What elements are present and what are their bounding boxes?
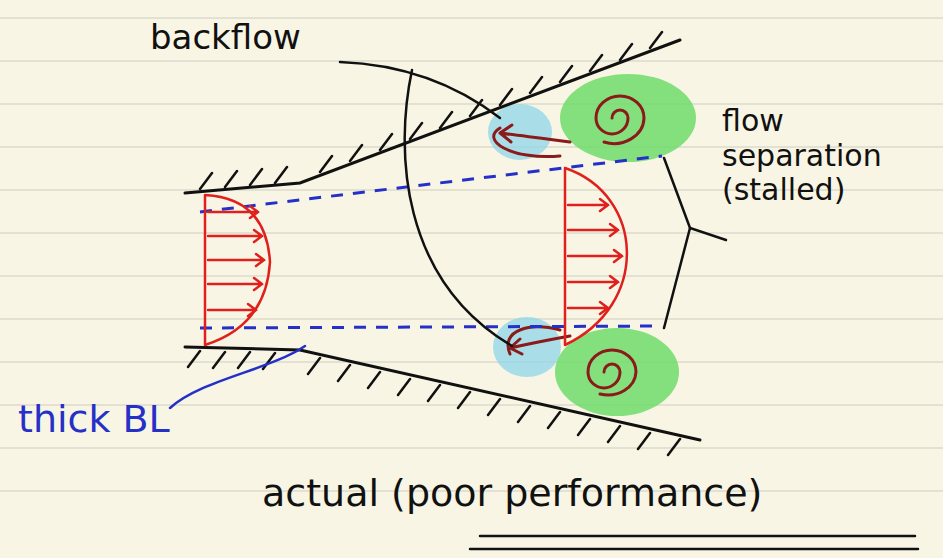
velocity-profile <box>205 195 270 345</box>
annotation-label: thick BL <box>18 398 278 442</box>
backflow-loop <box>508 327 560 354</box>
velocity-arrows <box>568 199 622 314</box>
leader-line <box>170 346 305 408</box>
backflow-arrow <box>500 125 570 142</box>
backflow-patch <box>488 104 552 160</box>
vortex-spiral <box>588 350 636 395</box>
diffuser-wall <box>185 347 700 440</box>
notebook-lines <box>0 18 943 491</box>
diffuser-wall <box>185 40 680 193</box>
leader-line <box>664 228 690 328</box>
leader-line <box>405 70 512 346</box>
caption-underline <box>470 536 918 549</box>
backflow-loop <box>494 128 560 157</box>
vortex-spiral <box>596 96 644 143</box>
velocity-profile <box>565 168 627 345</box>
annotation-label: backflow <box>150 18 370 57</box>
leader-line <box>664 158 726 240</box>
backflow-arrow <box>510 336 570 354</box>
velocity-arrows <box>208 206 264 316</box>
separation-zone <box>560 74 696 162</box>
caption: actual (poor performance) <box>262 472 922 516</box>
annotation-label: flow separation (stalled) <box>722 104 932 208</box>
leader-line <box>340 62 500 118</box>
backflow-patch <box>493 317 561 377</box>
